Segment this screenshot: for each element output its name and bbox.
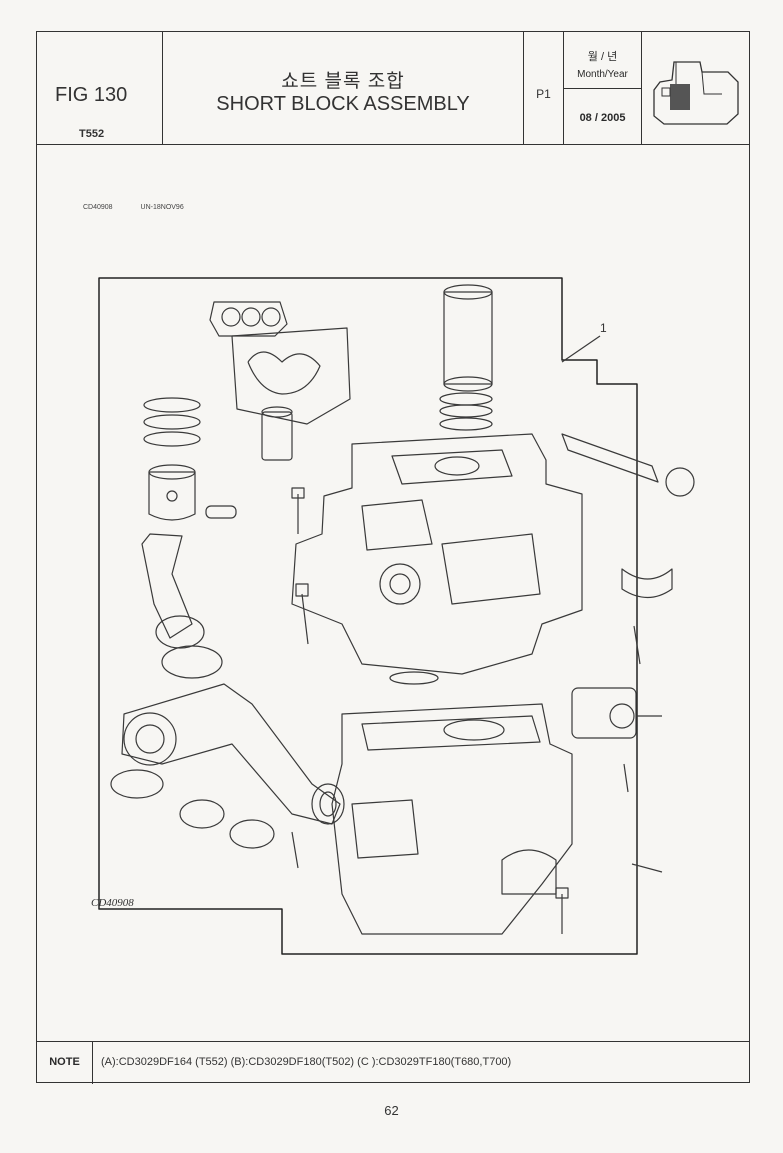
figure-label: CD40908 — [91, 897, 134, 909]
diagram-date-code: UN-18NOV96 — [140, 204, 184, 211]
model-code: T552 — [79, 128, 105, 140]
title-cell: 쇼트 블록 조합 SHORT BLOCK ASSEMBLY — [163, 32, 524, 144]
diagram-codes: CD40908 UN-18NOV96 — [83, 204, 210, 211]
engine-exploded-diagram: 1 — [98, 277, 695, 955]
note-text: (A):CD3029DF164 (T552) (B):CD3029DF180(T… — [101, 1056, 512, 1068]
header: FIG 130 T552 쇼트 블록 조합 SHORT BLOCK ASSEMB… — [37, 32, 749, 145]
page-frame: FIG 130 T552 쇼트 블록 조합 SHORT BLOCK ASSEMB… — [36, 31, 750, 1084]
title-korean: 쇼트 블록 조합 — [281, 71, 405, 92]
page-number: 62 — [384, 1103, 399, 1118]
page-ref: P1 — [536, 87, 551, 101]
callout-number: 1 — [600, 321, 607, 335]
fig-number: FIG 130 — [55, 84, 128, 106]
date-value: 08 / 2005 — [579, 112, 626, 124]
fig-cell: FIG 130 T552 — [37, 32, 163, 144]
date-label-english: Month/Year — [577, 69, 628, 80]
diagram-code: CD40908 — [83, 204, 113, 211]
date-cell: 월 / 년 Month/Year 08 / 2005 — [564, 32, 642, 144]
tractor-icon — [653, 61, 739, 125]
note-label: NOTE — [37, 1042, 93, 1084]
title-english: SHORT BLOCK ASSEMBLY — [216, 93, 470, 115]
date-label-korean: 월 / 년 — [587, 51, 618, 63]
icon-cell — [642, 32, 749, 144]
note-row: NOTE (A):CD3029DF164 (T552) (B):CD3029DF… — [37, 1041, 749, 1084]
date-label-box: 월 / 년 Month/Year — [564, 32, 641, 89]
page-ref-cell: P1 — [524, 32, 564, 144]
